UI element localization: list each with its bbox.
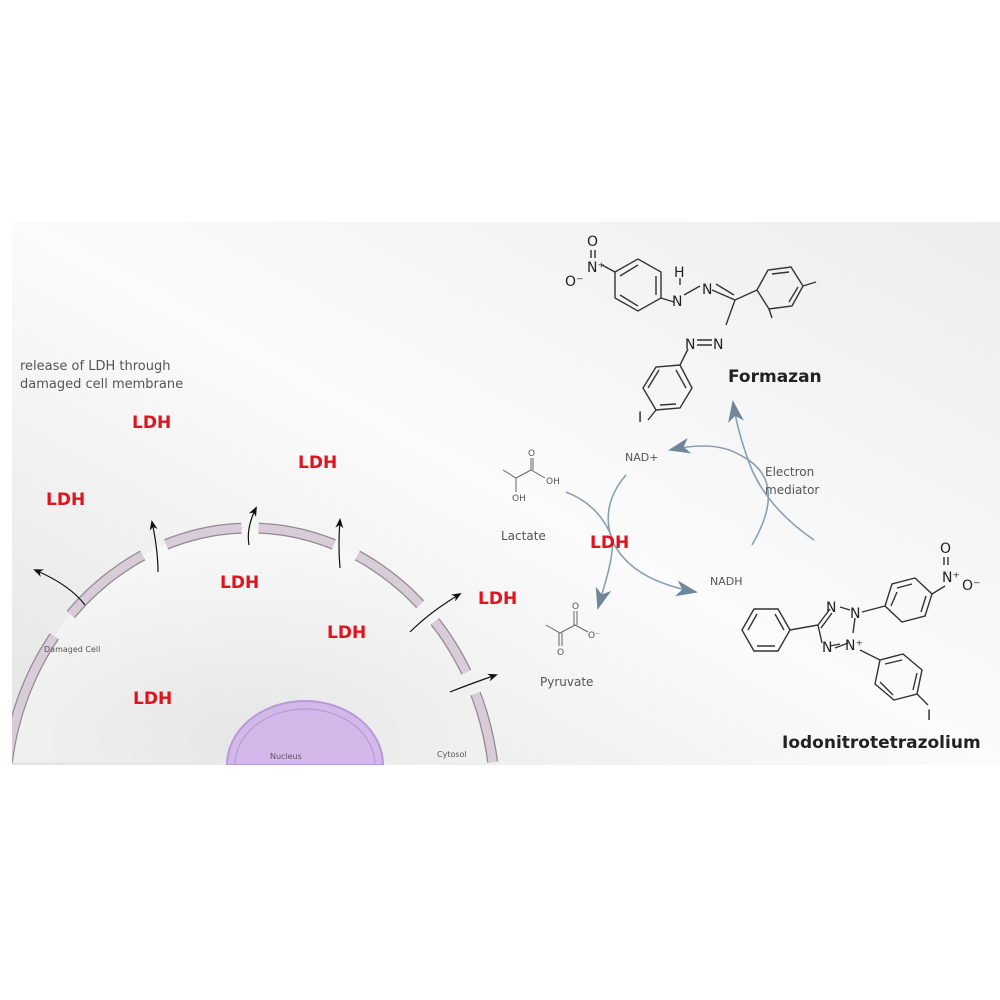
membrane-segment-fill bbox=[355, 551, 424, 608]
atom-label: OH bbox=[512, 494, 526, 504]
lactate-structure: O OH OH bbox=[502, 449, 560, 504]
atom-label: N bbox=[850, 606, 860, 622]
nucleus-label: Nucleus bbox=[270, 752, 302, 761]
electron-mediator-line-1: Electron bbox=[765, 465, 814, 479]
membrane-segment-fill bbox=[12, 633, 58, 760]
lactate-to-pyruvate-arrow bbox=[565, 491, 614, 610]
caption-line-1: release of LDH through bbox=[20, 359, 170, 374]
release-arrow bbox=[33, 569, 86, 606]
atom-label: N⁺ bbox=[942, 570, 960, 586]
caption-line-2: damaged cell membrane bbox=[20, 377, 183, 392]
atom-label: O⁻ bbox=[565, 274, 583, 290]
cell-cytoplasm bbox=[12, 528, 493, 763]
atom-label: O bbox=[940, 541, 951, 557]
ldh-label: LDH bbox=[478, 589, 517, 609]
formazan-structure: O N⁺ O⁻ H N N N N I bbox=[565, 234, 817, 426]
membrane-segment-fill bbox=[431, 618, 471, 675]
ldh-label: LDH bbox=[298, 453, 337, 473]
membrane-segment-fill bbox=[471, 692, 497, 763]
atom-label: N bbox=[822, 640, 832, 656]
atom-label: I bbox=[927, 708, 931, 724]
release-arrow bbox=[409, 592, 462, 633]
ldh-label: LDH bbox=[133, 689, 172, 709]
atom-label: O bbox=[528, 449, 535, 459]
atom-label: OH bbox=[546, 477, 560, 487]
atom-label: N bbox=[702, 282, 712, 298]
atom-label: O bbox=[587, 234, 598, 250]
pyruvate-structure: O O⁻ O bbox=[545, 602, 600, 658]
atom-label: N bbox=[672, 294, 682, 310]
nucleus bbox=[225, 700, 385, 765]
atom-label: N⁺ bbox=[845, 638, 863, 654]
atom-label: O bbox=[557, 648, 564, 658]
nadh-to-nad-arrow bbox=[668, 437, 770, 546]
iodonitrotetrazolium-label: Iodonitrotetrazolium bbox=[782, 733, 981, 753]
int-to-formazan-arrow bbox=[728, 400, 815, 541]
nadh-label: NADH bbox=[710, 575, 743, 588]
electron-mediator-line-2: mediator bbox=[765, 483, 819, 497]
membrane-segment-fill bbox=[258, 523, 336, 549]
lactate-label: Lactate bbox=[501, 529, 546, 543]
ldh-label: LDH bbox=[327, 623, 366, 643]
formazan-label: Formazan bbox=[728, 367, 822, 387]
atom-label: O⁻ bbox=[588, 631, 600, 641]
atom-label: O⁻ bbox=[962, 578, 980, 594]
release-arrow bbox=[247, 506, 257, 546]
cytosol-label: Cytosol bbox=[437, 750, 467, 759]
membrane-segment-fill bbox=[164, 523, 242, 549]
cell-membrane bbox=[12, 522, 499, 763]
pyruvate-label: Pyruvate bbox=[540, 675, 593, 689]
atom-label: I bbox=[638, 410, 642, 426]
atom-label: N bbox=[713, 337, 723, 353]
nad-plus-label: NAD+ bbox=[625, 451, 658, 464]
release-arrow bbox=[449, 673, 498, 693]
release-arrow bbox=[149, 520, 159, 573]
ldh-label: LDH bbox=[132, 413, 171, 433]
release-arrow bbox=[335, 518, 344, 569]
atom-label: N bbox=[826, 600, 836, 616]
iodonitrotetrazolium-structure: N N N N⁺ O N⁺ O⁻ I bbox=[741, 541, 980, 724]
ldh-release-arrows bbox=[33, 506, 498, 693]
reaction-cycle bbox=[565, 400, 815, 610]
atom-label: N bbox=[685, 337, 695, 353]
nad-to-nadh-arrow bbox=[607, 474, 698, 597]
ldh-label: LDH bbox=[46, 490, 85, 510]
membrane-segment-fill bbox=[67, 551, 145, 618]
ldh-label: LDH bbox=[220, 573, 259, 593]
atom-label: H bbox=[674, 265, 685, 281]
atom-label: N⁺ bbox=[587, 260, 605, 276]
ldh-enzyme-label: LDH bbox=[590, 533, 629, 553]
damaged-cell-label: Damaged Cell bbox=[44, 645, 100, 654]
atom-label: O bbox=[572, 602, 579, 612]
